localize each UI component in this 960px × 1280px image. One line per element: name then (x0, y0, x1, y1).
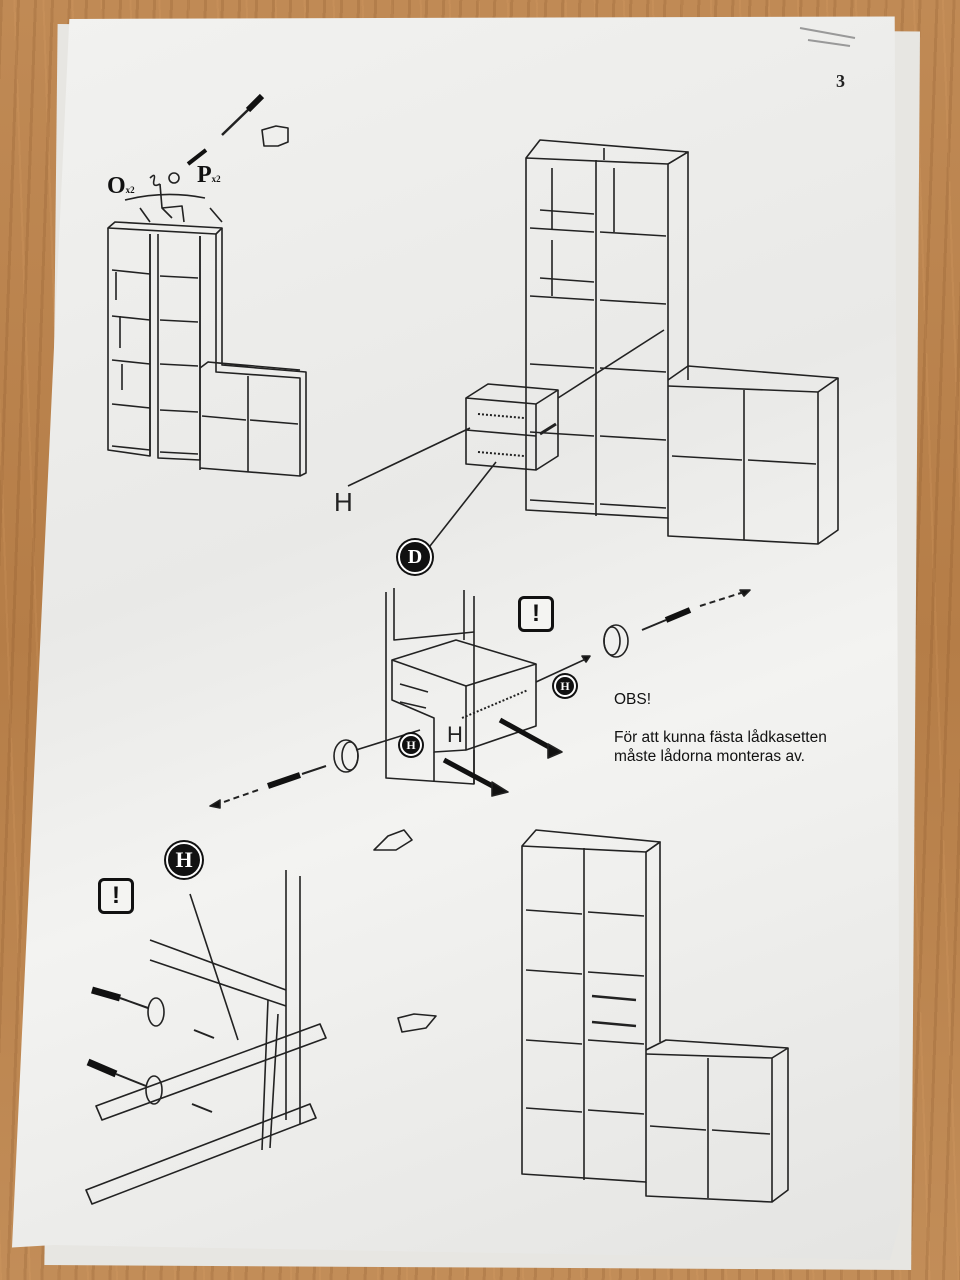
cam-lock-icon (147, 997, 165, 1027)
drawer-h-label: H (447, 722, 463, 747)
cam-lock-icon (145, 1075, 163, 1105)
washer-icon (168, 172, 180, 184)
notice-text-block: OBS! För att kunna fästa lådkasetten mås… (614, 690, 914, 766)
warning-icon: ! (98, 878, 134, 914)
pull-arrow-icon (442, 757, 502, 793)
part-h-badge-large: H (166, 842, 202, 878)
small-shelf-unit-diagram (107, 183, 307, 477)
screwdriver-icon (641, 607, 692, 631)
finished-shelf-unit-diagram (521, 829, 789, 1203)
arrow-icon (699, 591, 745, 607)
notice-title: OBS! (614, 691, 652, 708)
notice-line-1: För att kunna fästa lådkasetten (614, 729, 827, 746)
leader-line-h-bottom (189, 893, 239, 1041)
drawer-box-diagram (465, 383, 559, 471)
arrow-icon (355, 729, 421, 751)
screwdriver-icon (267, 765, 327, 789)
drawer-removal-diagram (385, 588, 537, 785)
warning-icon: ! (518, 596, 554, 632)
paper-clip-icon (799, 27, 856, 47)
hand-pointing-icon (373, 829, 413, 851)
hand-pointing-icon (261, 125, 289, 147)
part-h-label: H (334, 487, 353, 517)
part-o-letter: O (107, 173, 126, 199)
dowel-icon (149, 174, 161, 187)
arrow-icon (539, 422, 557, 436)
screwdriver-icon (86, 1058, 147, 1087)
hand-pointing-icon (397, 1013, 437, 1033)
arrow-icon (535, 657, 589, 683)
screw-icon (186, 148, 208, 166)
screwdriver-icon (221, 93, 265, 136)
rail-detail-diagram (85, 870, 327, 1205)
leader-line-h (347, 427, 471, 487)
leader-line-to-unit (557, 329, 665, 399)
part-o-quantity: x2 (125, 185, 135, 195)
arrow-icon (217, 789, 259, 805)
cam-lock-icon (603, 624, 629, 658)
part-p-letter: P (197, 162, 212, 188)
cam-lock-icon (333, 739, 359, 773)
page-number: 3 (836, 71, 845, 91)
arrow-icon (191, 1029, 215, 1113)
part-d-badge: D (398, 540, 432, 574)
screwdriver-icon (91, 986, 149, 1009)
part-p-quantity: x2 (211, 174, 221, 184)
large-shelf-unit-diagram (525, 139, 839, 545)
part-o-label: Ox2 (107, 173, 135, 200)
part-p-label: Px2 (197, 162, 221, 189)
part-h-badge-right: H (554, 675, 576, 697)
notice-line-2: måste lådorna monteras av. (614, 748, 805, 765)
leader-line-d (429, 461, 497, 547)
part-h-badge-left: H (400, 734, 422, 756)
